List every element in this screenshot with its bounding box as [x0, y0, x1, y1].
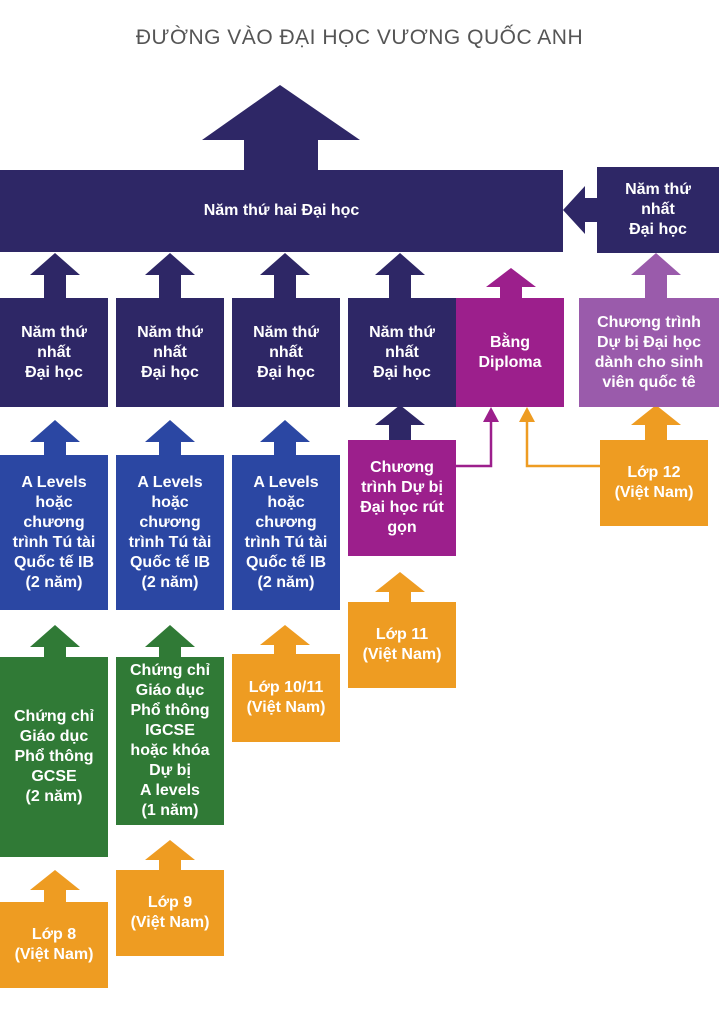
box-first-year-4: Năm thứ nhất Đại học [348, 298, 456, 407]
box-igcse: Chứng chỉ Giáo dục Phổ thông IGCSE hoặc … [116, 657, 224, 825]
connector-arrowhead-orange [519, 407, 535, 422]
arrow-up-short-foundation [375, 405, 425, 440]
arrow-up-2 [145, 253, 195, 298]
arrow-up-grade10-11 [260, 625, 310, 654]
arrow-up-gcse [30, 625, 80, 657]
box-diploma: Bằng Diploma [456, 298, 564, 407]
box-grade11: Lớp 11 (Việt Nam) [348, 602, 456, 688]
arrow-up-1 [30, 253, 80, 298]
arrow-up-right-first-year [631, 253, 681, 298]
box-first-year-right: Năm thứ nhất Đại học [597, 167, 719, 253]
box-first-year-3: Năm thứ nhất Đại học [232, 298, 340, 407]
arrow-up-5 [30, 420, 80, 455]
arrow-up-igcse [145, 625, 195, 657]
arrow-up-7 [260, 420, 310, 455]
arrow-up-6 [145, 420, 195, 455]
left-arrow-into-second-year [563, 186, 597, 234]
box-short-foundation: Chương trình Dự bị Đại học rút gọn [348, 440, 456, 556]
arrow-up-grade11 [375, 572, 425, 602]
box-grade10-11: Lớp 10/11 (Việt Nam) [232, 654, 340, 742]
box-alevels-3: A Levels hoặc chương trình Tú tài Quốc t… [232, 455, 340, 610]
arrow-up-4 [375, 253, 425, 298]
box-grade12: Lớp 12 (Việt Nam) [600, 440, 708, 526]
box-first-year-2: Năm thứ nhất Đại học [116, 298, 224, 407]
box-grade8: Lớp 8 (Việt Nam) [0, 902, 108, 988]
arrow-up-3 [260, 253, 310, 298]
arrow-up-grade8 [30, 870, 80, 902]
top-arrow [202, 85, 360, 170]
arrow-up-foundation [631, 405, 681, 440]
box-first-year-1: Năm thứ nhất Đại học [0, 298, 108, 407]
connector-grade12-diploma [525, 418, 600, 468]
arrow-up-diploma [486, 268, 536, 298]
diagram-title: ĐƯỜNG VÀO ĐẠI HỌC VƯƠNG QUỐC ANH [135, 26, 584, 49]
connector-arrowhead-purple [483, 407, 499, 422]
box-gcse: Chứng chỉ Giáo dục Phổ thông GCSE (2 năm… [0, 657, 108, 857]
arrow-up-grade9 [145, 840, 195, 870]
box-alevels-2: A Levels hoặc chương trình Tú tài Quốc t… [116, 455, 224, 610]
box-foundation-international: Chương trình Dự bị Đại học dành cho sinh… [579, 298, 719, 407]
box-grade9: Lớp 9 (Việt Nam) [116, 870, 224, 956]
box-alevels-1: A Levels hoặc chương trình Tú tài Quốc t… [0, 455, 108, 610]
box-second-year: Năm thứ hai Đại học [0, 170, 563, 252]
